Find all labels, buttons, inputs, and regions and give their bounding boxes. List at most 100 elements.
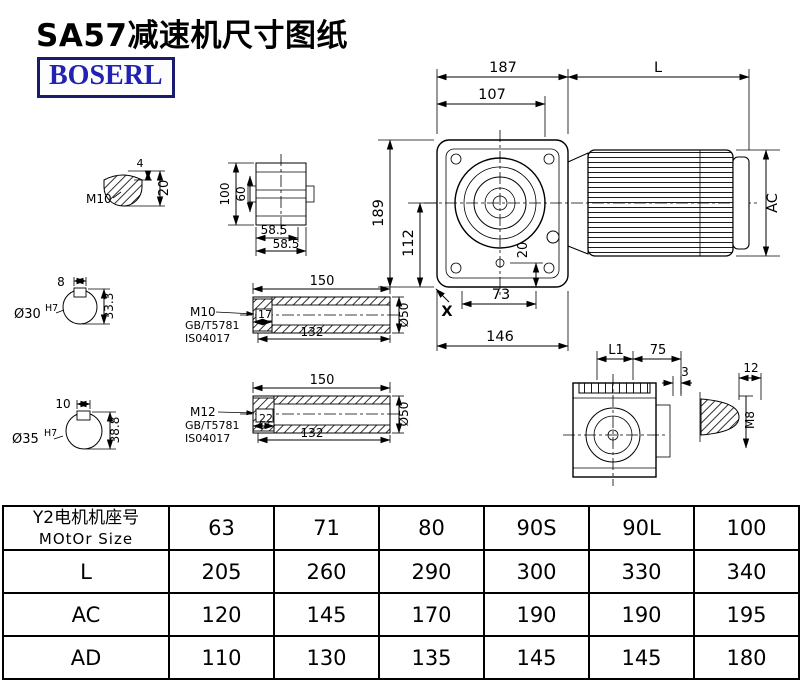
- dim-10: 10: [55, 397, 70, 411]
- bolt-hole: [450, 262, 462, 274]
- bolt-hole: [546, 230, 560, 244]
- bore-35-label: Ø35: [12, 432, 39, 447]
- frame-size-90s: 90S: [483, 505, 590, 551]
- bolt-hole: [495, 258, 505, 268]
- dim-dia-50: Ø50: [397, 402, 411, 427]
- table-cell: 195: [693, 592, 800, 637]
- table-header-row: Y2电机机座号 MOtOr Size 63 71 80 90S 90L 100: [2, 505, 800, 551]
- table-cell: 145: [273, 592, 380, 637]
- table-cell: 130: [273, 635, 380, 680]
- dim-132: 132: [301, 426, 324, 440]
- dim-100: 100: [218, 183, 232, 206]
- thread-label: M12: [190, 405, 216, 419]
- output-flange-circle: [454, 157, 546, 249]
- keyway-slot: [76, 410, 91, 421]
- table-cell: 145: [588, 635, 695, 680]
- main-side-view: [424, 130, 760, 298]
- row-label-L: L: [2, 549, 170, 594]
- keyway-slot: [73, 287, 87, 298]
- frame-size-100: 100: [693, 505, 800, 551]
- frame-size-90l: 90L: [588, 505, 695, 551]
- row-label-AD: AD: [2, 635, 170, 680]
- bore-30-label: Ø30: [14, 307, 41, 322]
- motor-body: [587, 149, 734, 257]
- motor-flange: [567, 152, 589, 255]
- mounting-face-x-label: X: [441, 304, 452, 320]
- table-cell: 260: [273, 549, 380, 594]
- key-section-shape-m8: [700, 398, 740, 436]
- dim-187: 187: [489, 60, 517, 76]
- dim-112: 112: [401, 229, 417, 257]
- dim-58-5-a: 58.5: [261, 223, 288, 237]
- dim-20: 20: [516, 242, 531, 259]
- motor-size-table: Y2电机机座号 MOtOr Size 63 71 80 90S 90L 100 …: [2, 505, 800, 680]
- motor-frame-header-cell: Y2电机机座号 MOtOr Size: [2, 505, 170, 551]
- bore-30-section-view: 8 Ø30 H7 33.3: [14, 275, 116, 325]
- bolt-hole: [543, 262, 555, 274]
- dim-22: 22: [259, 412, 273, 425]
- bore-35-tolerance: H7: [44, 428, 57, 439]
- thread-label: M10: [190, 305, 216, 319]
- frame-size-63: 63: [168, 505, 275, 551]
- dim-4: 4: [137, 157, 144, 170]
- thread-label-m10: M10: [86, 192, 112, 206]
- bolt-hole: [543, 153, 555, 165]
- key-section-shape: [103, 174, 143, 207]
- table-cell: 135: [378, 635, 485, 680]
- table-row-AC: AC 120 145 170 190 190 195: [2, 592, 800, 637]
- dim-38-8: 38.8: [108, 417, 122, 444]
- standard-gb: GB/T5781: [185, 319, 240, 332]
- table-cell: 300: [483, 549, 590, 594]
- boserl-logo: BOSERL: [37, 57, 175, 98]
- dim-L: L: [654, 60, 662, 76]
- table-cell: 205: [168, 549, 275, 594]
- frame-size-71: 71: [273, 505, 380, 551]
- key-section-view-m10: 4 20 M10: [86, 157, 172, 207]
- thread-label-m8: M8: [743, 411, 757, 429]
- motor-frame-label-cn: Y2电机机座号: [32, 508, 140, 529]
- hollow-shaft-view-m12: 150 M12 GB/T5781 IS04017 22 132 Ø50: [185, 373, 411, 445]
- retaining-bolt: [255, 408, 274, 423]
- dim-8: 8: [57, 275, 65, 289]
- table-cell: 330: [588, 549, 695, 594]
- dim-L1: L1: [608, 343, 624, 358]
- rear-shaft-circle: [585, 407, 641, 463]
- table-cell: 290: [378, 549, 485, 594]
- table-cell: 145: [483, 635, 590, 680]
- table-row-L: L 205 260 290 300 330 340: [2, 549, 800, 594]
- side-bracket: [655, 404, 671, 458]
- table-row-AD: AD 110 130 135 145 145 180: [2, 635, 800, 680]
- dim-17: 17: [258, 308, 272, 321]
- hollow-shaft-view-m10: 150 M10 GB/T5781 IS04017 17 132 Ø50: [185, 274, 411, 345]
- main-view-dimensions: 187 L 107 189 112 20 73 146: [371, 60, 781, 351]
- page-title: SA57减速机尺寸图纸: [36, 18, 348, 54]
- dim-150: 150: [310, 373, 335, 388]
- dim-3: 3: [681, 365, 689, 379]
- dim-dia-50: Ø50: [397, 303, 411, 328]
- standard-iso: IS04017: [185, 332, 230, 345]
- table-cell: 120: [168, 592, 275, 637]
- frame-size-80: 80: [378, 505, 485, 551]
- table-cell: 170: [378, 592, 485, 637]
- bolt-hole: [450, 153, 462, 165]
- dim-189: 189: [371, 199, 387, 227]
- dim-146: 146: [486, 329, 514, 345]
- bore-30-tolerance: H7: [45, 303, 58, 314]
- dim-150: 150: [310, 274, 335, 289]
- dim-75: 75: [650, 343, 667, 358]
- technical-drawing: 187 L 107 189 112 20 73 146: [12, 60, 781, 486]
- dim-AC: AC: [765, 193, 781, 213]
- dim-60: 60: [234, 186, 248, 201]
- rear-view: L1 75 3 12 M8: [563, 343, 762, 486]
- table-cell: 180: [693, 635, 800, 680]
- dim-73: 73: [492, 287, 510, 303]
- dim-58-5-b: 58.5: [273, 237, 300, 251]
- table-cell: 340: [693, 549, 800, 594]
- fan-cover: [732, 156, 750, 250]
- output-hub-view: 100 60 58.5 58.5: [218, 154, 315, 256]
- table-cell: 110: [168, 635, 275, 680]
- dim-12: 12: [743, 361, 758, 375]
- dim-107: 107: [478, 87, 506, 103]
- row-label-AC: AC: [2, 592, 170, 637]
